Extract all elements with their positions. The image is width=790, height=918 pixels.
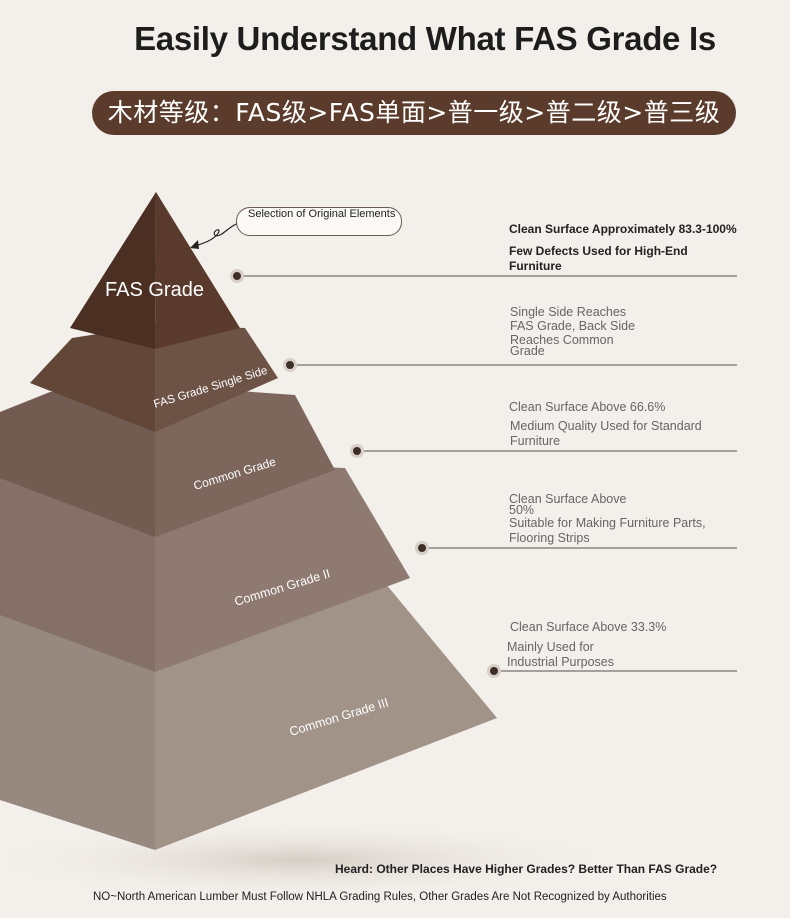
callout-arrow [193,220,245,247]
callout-bubble [236,207,402,236]
level-2-line-2: FAS Grade, Back Side [510,319,636,333]
footer-answer: NO~North American Lumber Must Follow NHL… [93,891,667,903]
level-4-line-2: 50% [509,503,535,517]
level-2-line-1: Single Side Reaches [510,305,627,319]
connector-dot-3 [350,444,364,458]
level-5-line-2: Mainly Used for [507,640,594,654]
level-1-line-2: Few Defects Used for High-End [509,244,688,258]
connector-dot-1 [230,269,244,283]
level-3-line-1: Clean Surface Above 66.6% [509,400,666,414]
level-3-line-2: Medium Quality Used for Standard [510,419,702,433]
level-5-line-3: Industrial Purposes [507,655,615,669]
connector-dot-2 [283,358,297,372]
callout-text: Selection of Original Elements [248,208,396,220]
pyramid-level-1 [70,192,240,349]
level-2-line-4: Grade [510,344,545,358]
level-5-line-1: Clean Surface Above 33.3% [510,620,667,634]
level-2-line-3: Reaches Common [510,333,614,347]
pyramid-level-2 [30,325,278,432]
grade-order-banner: 木材等级：FAS级>FAS单面>普一级>普二级>普三级 [92,91,736,135]
level-4-line-1: Clean Surface Above [509,492,627,506]
pyramid-shadow [0,820,630,900]
level-4-line-3: Suitable for Making Furniture Parts, [509,516,706,530]
level-1-label: FAS Grade [105,279,204,301]
connector-dot-4 [415,541,429,555]
level-4-line-4: Flooring Strips [509,531,590,545]
pyramid-level-3 [0,385,335,537]
page-title: Easily Understand What FAS Grade Is [134,20,716,57]
level-1-line-3: Furniture [509,259,562,273]
level-3-line-3: Furniture [510,434,561,448]
level-1-line-1: Clean Surface Approximately 83.3-100% [509,222,737,236]
callout-arrowhead [190,240,199,249]
connector-dot-5 [487,664,501,678]
footer-question: Heard: Other Places Have Higher Grades? … [335,862,718,876]
